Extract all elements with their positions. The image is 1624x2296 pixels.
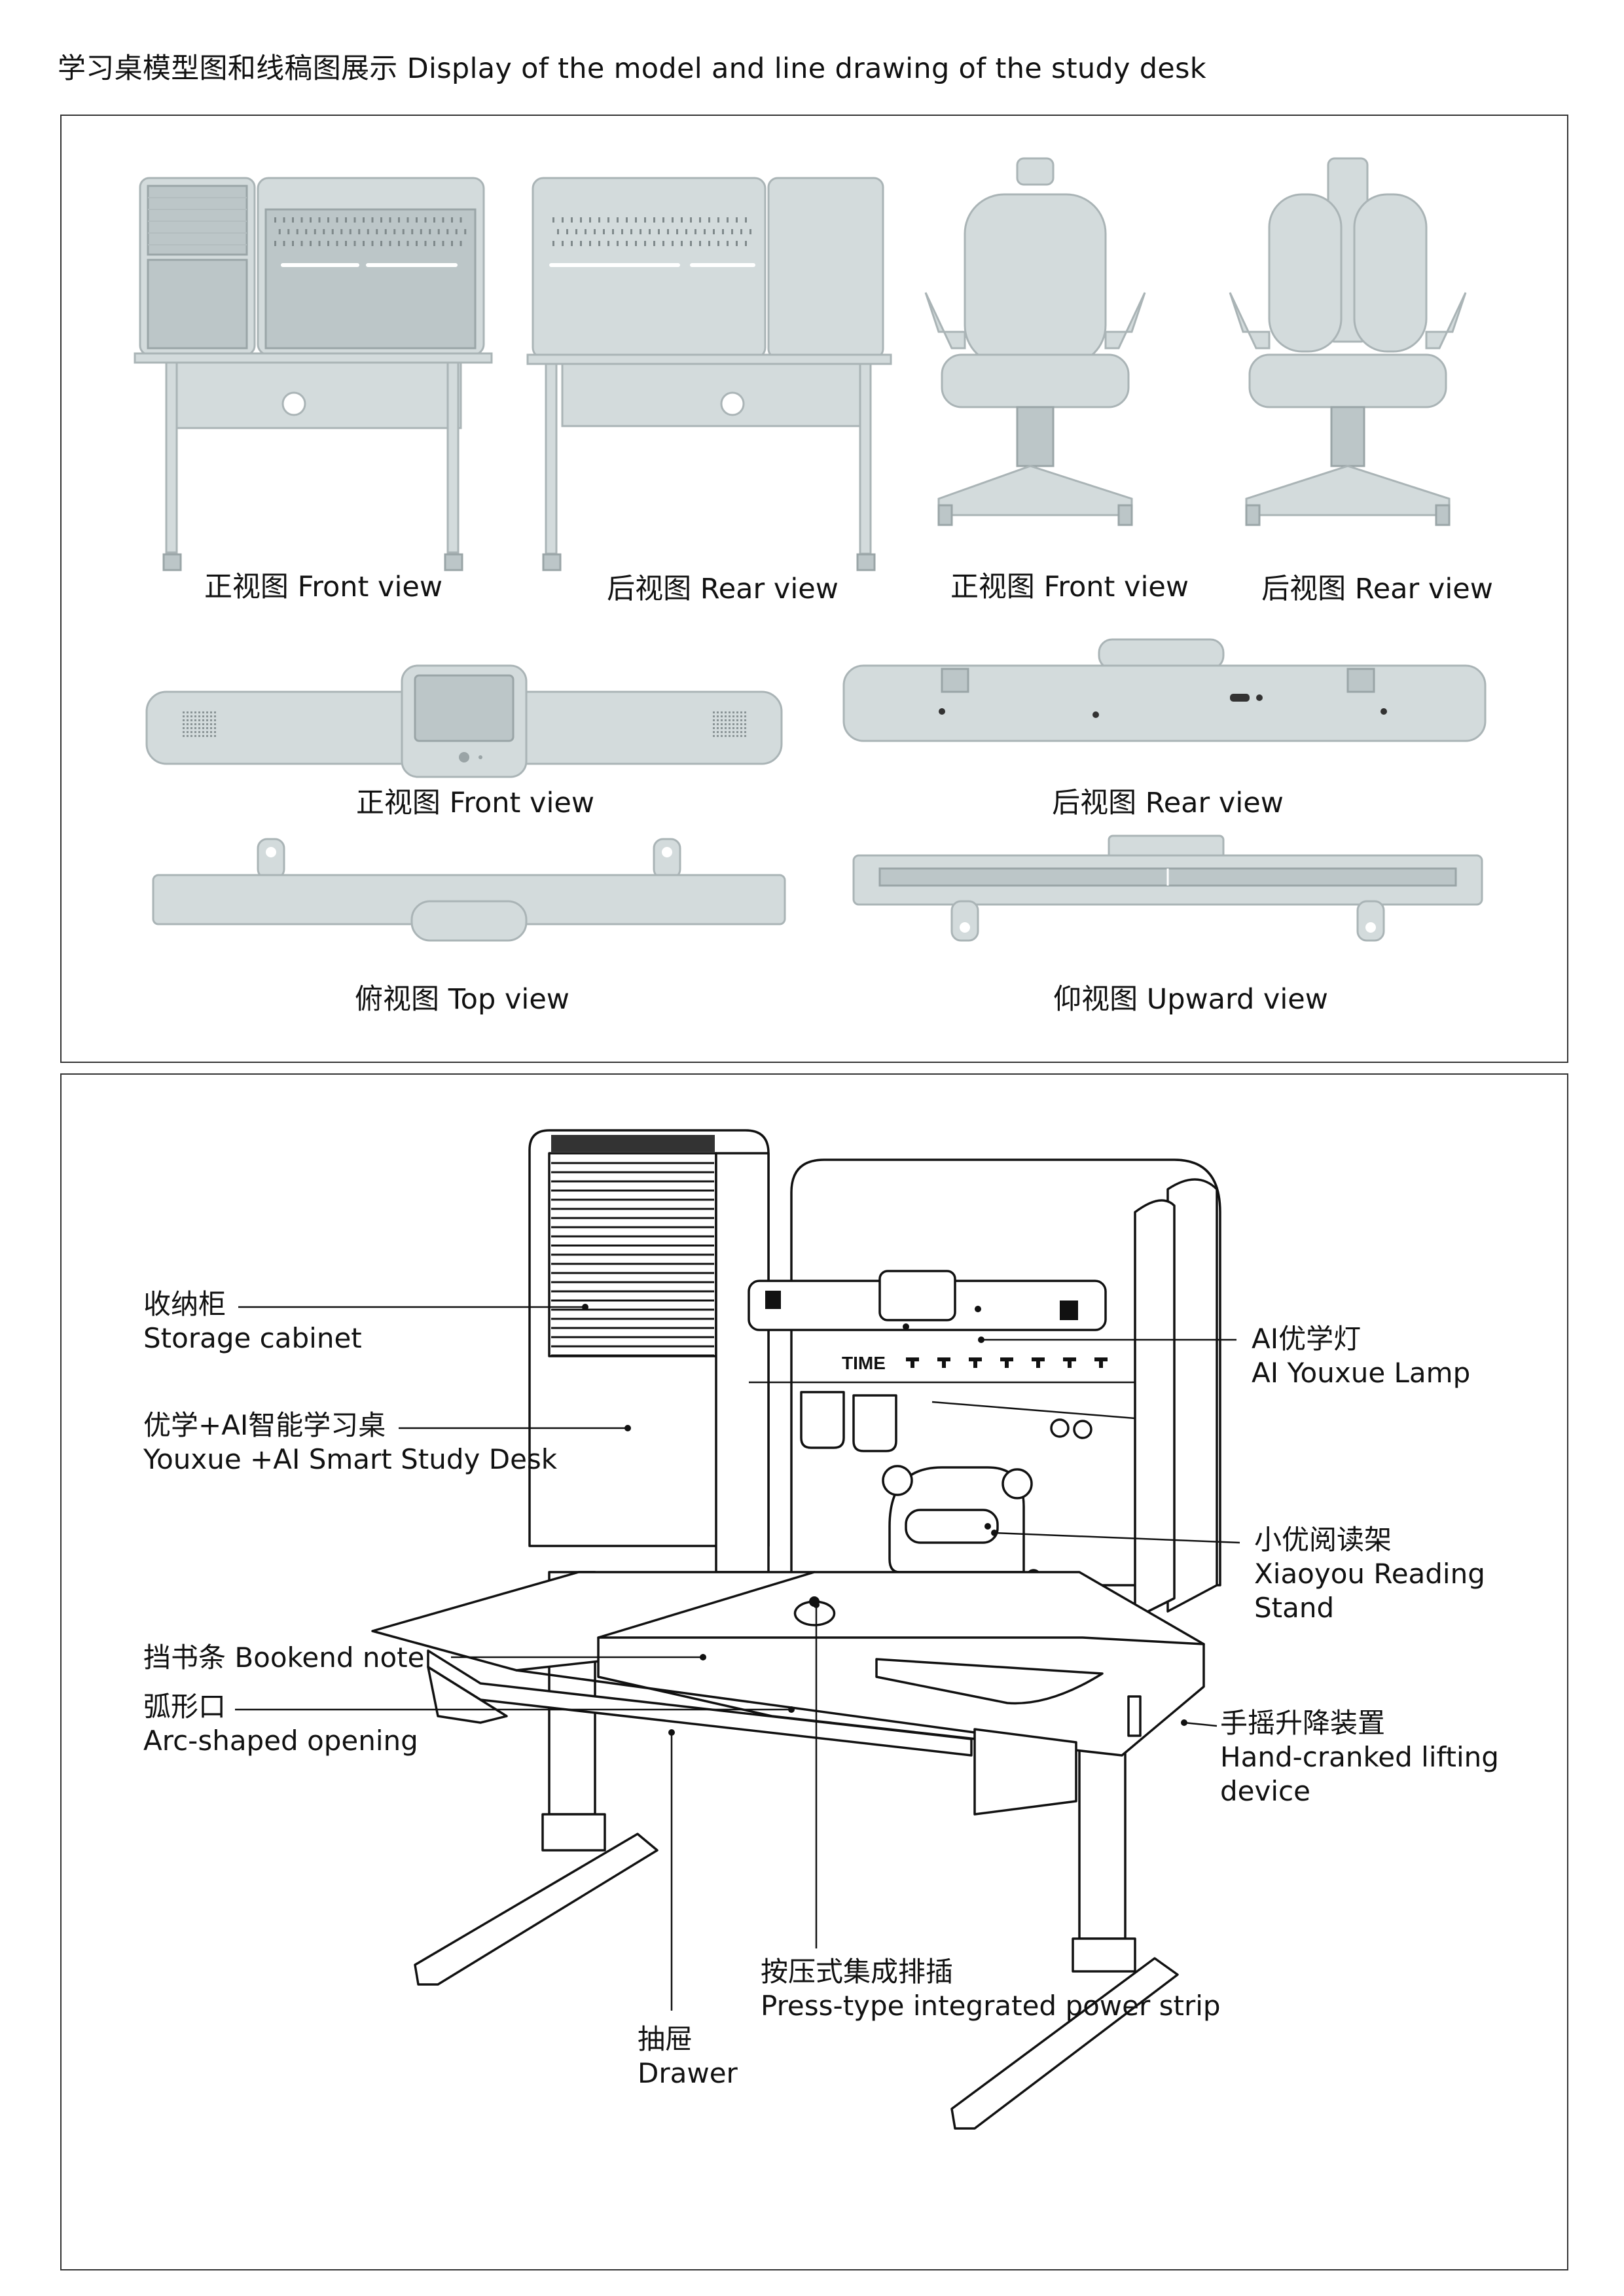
label-storage-cabinet: 收纳柜 Storage cabinet: [143, 1288, 362, 1354]
callout-leaders: [235, 1304, 1240, 2011]
speaker-grille-right: [713, 711, 746, 737]
lamp-front-caption: 正视图 Front view: [355, 787, 595, 819]
label-bookend: 挡书条 Bookend note: [143, 1641, 425, 1674]
lamp-top-caption: 俯视图 Top view: [355, 983, 569, 1016]
lamp-top-render: [152, 838, 786, 942]
roller-shutter: [551, 1135, 715, 1357]
label-power-strip: 按压式集成排插 Press-type integrated power stri…: [761, 1956, 1221, 2022]
lamp-time-text: TIME: [842, 1353, 886, 1373]
label-ai-lamp: AI优学灯 AI Youxue Lamp: [1252, 1323, 1471, 1389]
desk-front-holes: [274, 217, 467, 246]
line-drawing-panel: TIME: [60, 1073, 1568, 2270]
lamp-rear-render: [842, 638, 1487, 742]
lamp-front-render: [145, 664, 783, 778]
label-smart-desk: 优学+AI智能学习桌 Youxue +AI Smart Study Desk: [143, 1409, 558, 1475]
desk-rear-caption: 后视图 Rear view: [607, 573, 839, 605]
model-renders: [134, 157, 1487, 942]
chair-front-caption: 正视图 Front view: [950, 571, 1189, 603]
chair-rear-caption: 后视图 Rear view: [1261, 573, 1493, 605]
label-reading-stand: 小优阅读架 Xiaoyou Reading Stand: [1254, 1524, 1485, 1624]
label-arc-opening: 弧形口 Arc-shaped opening: [143, 1691, 418, 1757]
lamp-rear-caption: 后视图 Rear view: [1052, 787, 1284, 819]
pen-cup-1: [800, 1391, 845, 1449]
chair-rear-render: [1229, 157, 1467, 526]
model-views-panel: 正视图 Front view 后视图 Rear view 正视图 Front v…: [60, 115, 1568, 1063]
lamp-upward-render: [852, 834, 1483, 942]
pen-cup-2: [852, 1394, 897, 1452]
label-crank: 手摇升降装置 Hand-cranked lifting device: [1220, 1707, 1499, 1807]
desk-rear-render: [526, 177, 892, 571]
page-title: 学习桌模型图和线稿图展示 Display of the model and li…: [58, 52, 1206, 85]
label-drawer: 抽屉 Drawer: [638, 2023, 738, 2089]
lamp-upward-caption: 仰视图 Upward view: [1053, 983, 1328, 1016]
chair-front-render: [924, 157, 1146, 526]
speaker-grille-left: [183, 711, 216, 737]
lamp-key-row: [906, 1357, 1108, 1368]
desk-front-render: [134, 177, 493, 571]
desk-front-caption: 正视图 Front view: [204, 571, 443, 603]
